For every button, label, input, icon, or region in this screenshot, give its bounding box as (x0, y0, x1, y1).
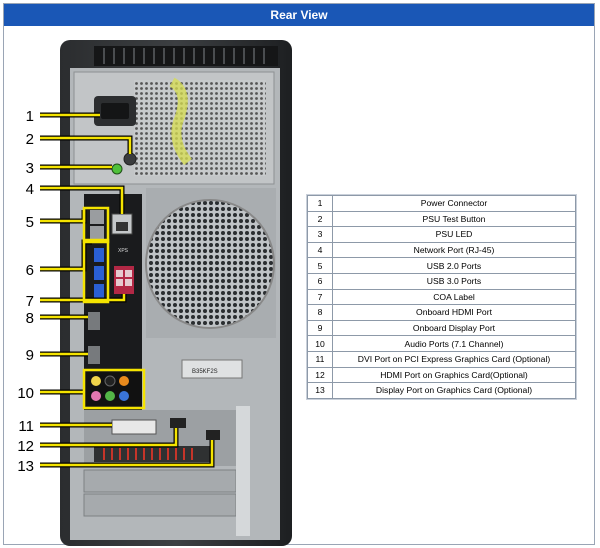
row-number: 8 (307, 304, 333, 321)
psu-led (111, 163, 123, 175)
callout-3: 3 (26, 160, 34, 177)
row-label: Network Port (RJ-45) (332, 241, 576, 259)
panel-title: Rear View (4, 4, 594, 26)
callout-12: 12 (17, 438, 34, 455)
service-tag: B35KF2S (192, 369, 218, 375)
row-label: Power Connector (332, 195, 576, 212)
row-label: Audio Ports (7.1 Channel) (332, 335, 576, 352)
callout-13: 13 (17, 458, 34, 475)
usb3-port (94, 248, 104, 262)
row-label: USB 3.0 Ports (332, 272, 576, 290)
row-label: USB 2.0 Ports (332, 257, 576, 274)
row-number: 6 (307, 272, 333, 290)
psu-test-button (123, 152, 137, 166)
row-label: Onboard HDMI Port (332, 304, 576, 321)
rear-view-panel: Rear View (3, 3, 595, 546)
row-number: 13 (307, 382, 333, 399)
callout-9: 9 (26, 347, 34, 364)
gpu-hdmi-port (170, 418, 186, 428)
row-number: 11 (307, 350, 333, 368)
row-label: Onboard Display Port (332, 319, 576, 337)
callout-2: 2 (26, 131, 34, 148)
row-number: 9 (307, 319, 333, 337)
row-label: PSU Test Button (332, 210, 576, 228)
row-label: DVI Port on PCI Express Graphics Card (O… (332, 350, 576, 368)
hdmi-port (88, 312, 100, 330)
row-number: 7 (307, 288, 333, 306)
psu-vent (134, 80, 266, 176)
row-label: HDMI Port on Graphics Card(Optional) (332, 366, 576, 384)
row-label: PSU LED (332, 226, 576, 243)
row-number: 10 (307, 335, 333, 352)
row-number: 5 (307, 257, 333, 274)
io-badge: XPS (118, 248, 129, 254)
callout-1: 1 (26, 108, 34, 125)
row-number: 1 (307, 195, 333, 212)
callout-5: 5 (26, 214, 34, 231)
row-number: 3 (307, 226, 333, 243)
callout-11: 11 (18, 418, 34, 435)
gpu-display-port (206, 430, 220, 440)
display-port (88, 346, 100, 364)
top-vent (94, 46, 278, 66)
callout-7: 7 (26, 293, 34, 310)
callout-4: 4 (26, 181, 34, 198)
service-tag-label (181, 359, 243, 379)
dvi-port (111, 419, 157, 435)
callout-10: 10 (17, 385, 34, 402)
rear-view-diagram: XPS B35KF2S (17, 40, 292, 546)
row-number: 2 (307, 210, 333, 228)
row-number: 4 (307, 241, 333, 259)
callout-6: 6 (26, 262, 34, 279)
row-label: Display Port on Graphics Card (Optional) (332, 382, 576, 399)
row-label: COA Label (332, 288, 576, 306)
slot-cover (83, 469, 237, 493)
fan-grille (146, 200, 274, 328)
row-number: 12 (307, 366, 333, 384)
callout-8: 8 (26, 310, 34, 327)
